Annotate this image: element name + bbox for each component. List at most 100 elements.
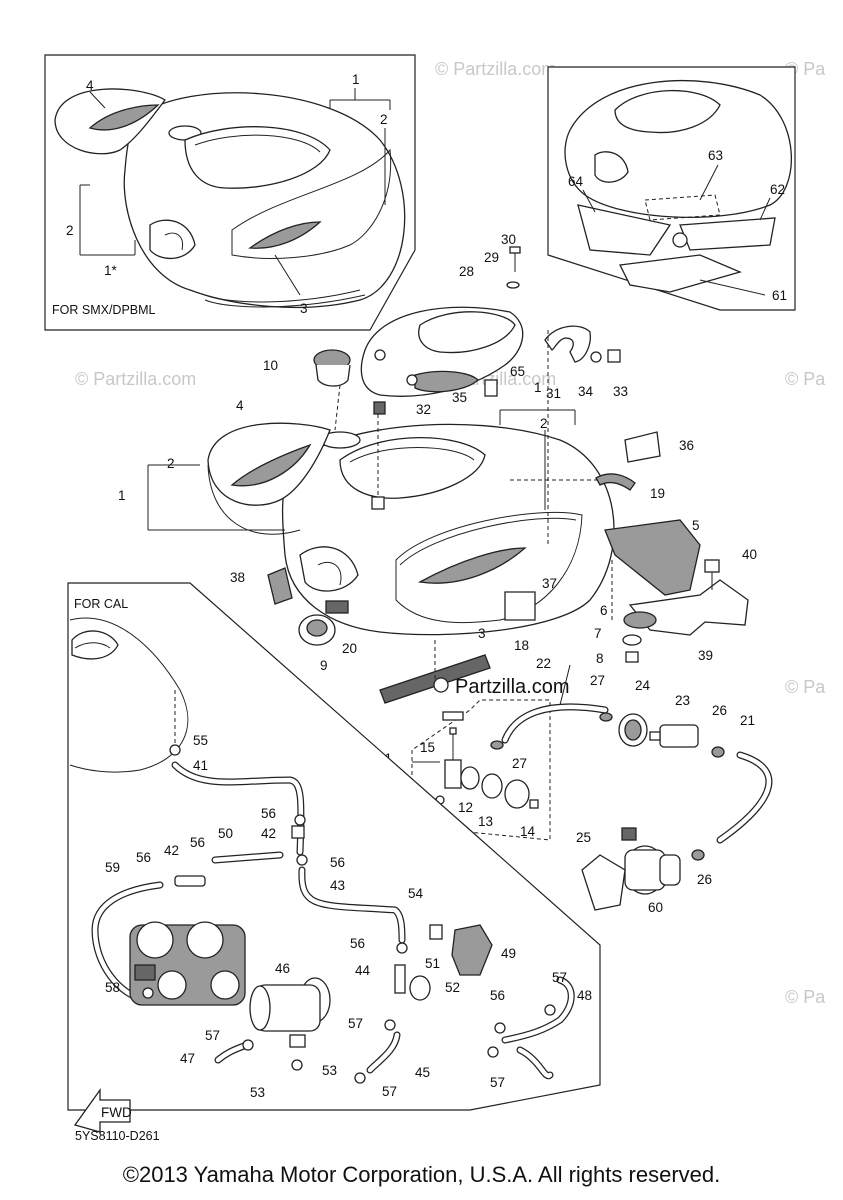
label-6: 6 <box>600 603 608 618</box>
label-10: 10 <box>263 358 278 373</box>
label-56b: 56 <box>190 835 205 850</box>
label-9: 9 <box>320 658 328 673</box>
label-23: 23 <box>675 693 690 708</box>
label-50: 50 <box>218 826 233 841</box>
label-42b: 42 <box>164 843 179 858</box>
fwd-label: FWD <box>101 1105 132 1120</box>
watermark-2: © Partzilla.com <box>435 59 556 79</box>
label-3b: 3 <box>478 626 486 641</box>
label-14: 14 <box>520 824 536 839</box>
brand-mark: Partzilla.com <box>455 676 569 698</box>
label-27b: 27 <box>512 756 527 771</box>
label-63: 63 <box>708 148 723 163</box>
watermark-8: © Pa <box>785 677 826 697</box>
label-29: 29 <box>484 250 499 265</box>
label-42a: 42 <box>261 826 276 841</box>
label-2d: 2 <box>540 416 548 431</box>
label-57d: 57 <box>382 1084 397 1099</box>
label-65: 65 <box>510 364 525 379</box>
label-56e: 56 <box>350 936 365 951</box>
label-26a: 26 <box>712 703 727 718</box>
label-44: 44 <box>355 963 371 978</box>
label-38: 38 <box>230 570 245 585</box>
label-57b: 57 <box>205 1028 220 1043</box>
label-53a: 53 <box>250 1085 265 1100</box>
label-37: 37 <box>542 576 557 591</box>
label-34: 34 <box>578 384 594 399</box>
label-62: 62 <box>770 182 785 197</box>
label-4a: 4 <box>86 78 94 93</box>
label-60: 60 <box>648 900 663 915</box>
fuel-line-assembly: Partzilla.com <box>378 656 773 915</box>
label-1a: 1 <box>352 72 360 87</box>
label-30: 30 <box>501 232 516 247</box>
label-41: 41 <box>193 758 208 773</box>
label-2a: 2 <box>380 112 388 127</box>
label-7: 7 <box>594 626 602 641</box>
label-46: 46 <box>275 961 290 976</box>
fwd-arrow-icon: FWD <box>73 1087 132 1133</box>
label-36: 36 <box>679 438 694 453</box>
label-58: 58 <box>105 980 120 995</box>
label-19: 19 <box>650 486 665 501</box>
label-48: 48 <box>577 988 592 1003</box>
note-cal: FOR CAL <box>74 597 128 611</box>
label-12: 12 <box>458 800 473 815</box>
label-40: 40 <box>742 547 757 562</box>
label-24: 24 <box>635 678 651 693</box>
watermark-11: © Pa <box>785 987 826 1007</box>
label-47: 47 <box>180 1051 195 1066</box>
label-1star: 1* <box>104 263 118 278</box>
label-56c: 56 <box>136 850 151 865</box>
label-61: 61 <box>772 288 787 303</box>
main-tank-assembly: 30 29 28 10 65 31 34 33 32 35 4 1 2 2 1 … <box>118 232 757 704</box>
label-52: 52 <box>445 980 460 995</box>
label-39: 39 <box>698 648 713 663</box>
inset-pads: 63 64 62 61 <box>547 66 796 311</box>
label-64: 64 <box>568 174 584 189</box>
inset-smx: 1 2 4 2 1* 3 FOR SMX/DPBML <box>44 54 416 331</box>
label-56f: 56 <box>490 988 505 1003</box>
label-26b: 26 <box>697 872 712 887</box>
label-3a: 3 <box>300 301 308 316</box>
label-20: 20 <box>342 641 357 656</box>
label-4b: 4 <box>236 398 244 413</box>
label-32: 32 <box>416 402 431 417</box>
label-15: 15 <box>420 740 435 755</box>
label-49: 49 <box>501 946 516 961</box>
label-1b: 1 <box>118 488 126 503</box>
watermark-4: © Partzilla.com <box>75 369 196 389</box>
carburetor-group <box>129 921 246 1006</box>
label-1c: 1 <box>534 380 542 395</box>
label-13: 13 <box>478 814 493 829</box>
label-59: 59 <box>105 860 120 875</box>
label-18: 18 <box>514 638 529 653</box>
label-35: 35 <box>452 390 467 405</box>
label-33: 33 <box>613 384 628 399</box>
label-57e: 57 <box>490 1075 505 1090</box>
watermark-6: © Pa <box>785 369 826 389</box>
label-28: 28 <box>459 264 474 279</box>
label-54: 54 <box>408 886 424 901</box>
label-27a: 27 <box>590 673 605 688</box>
label-2c: 2 <box>167 456 175 471</box>
label-56d: 56 <box>330 855 345 870</box>
inset-cal: FWD FOR CAL 55 41 56 42 50 56 42 56 56 5… <box>67 582 601 1133</box>
label-2b: 2 <box>66 223 74 238</box>
label-57a: 57 <box>552 970 567 985</box>
label-43: 43 <box>330 878 345 893</box>
label-56a: 56 <box>261 806 276 821</box>
label-31: 31 <box>546 386 561 401</box>
note-smx: FOR SMX/DPBML <box>52 303 156 317</box>
label-57c: 57 <box>348 1016 363 1031</box>
label-5: 5 <box>692 518 700 533</box>
label-8: 8 <box>596 651 604 666</box>
label-21: 21 <box>740 713 755 728</box>
label-22: 22 <box>536 656 551 671</box>
label-55: 55 <box>193 733 208 748</box>
label-45: 45 <box>415 1065 430 1080</box>
copyright-notice: ©2013 Yamaha Motor Corporation, U.S.A. A… <box>122 1162 721 1187</box>
label-53b: 53 <box>322 1063 337 1078</box>
diagram-code: 5YS8110-D261 <box>75 1129 160 1143</box>
